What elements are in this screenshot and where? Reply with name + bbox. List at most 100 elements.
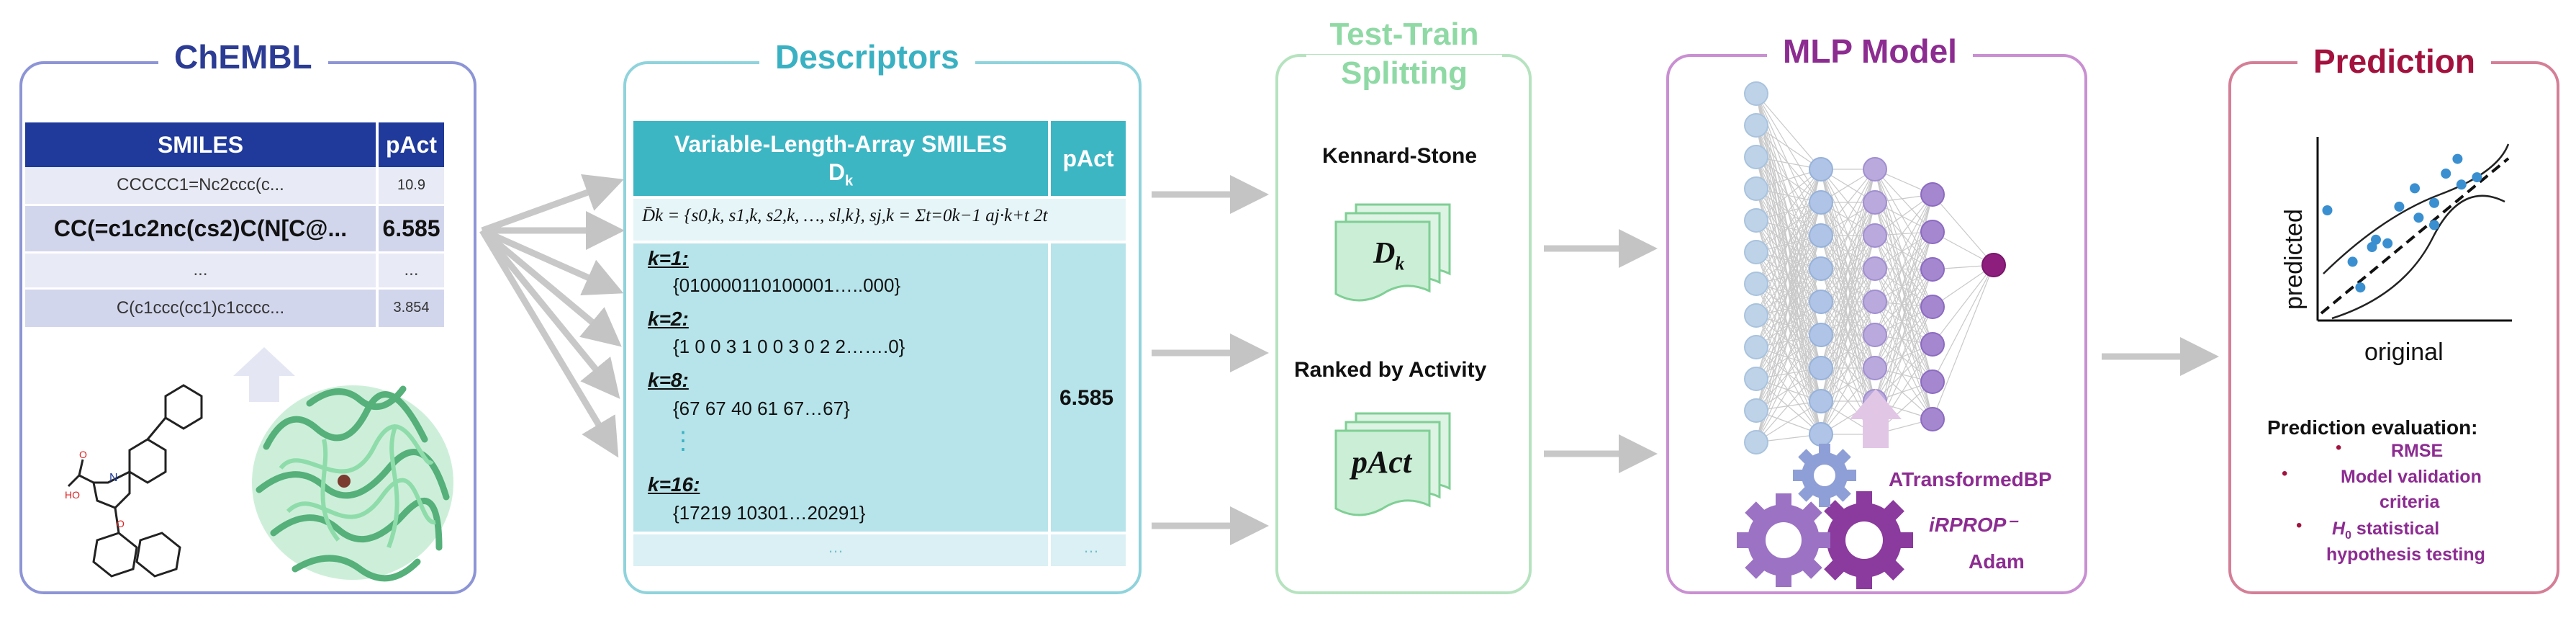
algorithm-adam: Adam — [1969, 550, 2025, 573]
nn-connection — [1874, 301, 1933, 382]
nn-connection — [1874, 268, 1933, 345]
gears-icon — [1737, 444, 1913, 589]
nn-connection — [1874, 344, 1933, 402]
nn-connection — [1755, 283, 1822, 402]
up-arrow-icon — [1850, 389, 1902, 448]
nn-node — [1744, 303, 1768, 328]
nn-connection — [1874, 268, 1933, 382]
lower-confidence-band — [2331, 194, 2505, 320]
nn-node — [1809, 190, 1833, 215]
atom-label: O — [117, 518, 125, 529]
nn-connection — [1755, 156, 1822, 303]
descriptor-k-value: {1 0 0 3 1 0 0 3 0 2 2…….0} — [673, 336, 905, 357]
algorithm-atransformedbp: ATransformedBP — [1889, 468, 2052, 491]
table-row: CCCCC1=Nc2ccc(c... 10.9 — [25, 167, 444, 206]
table-row: ... ... — [25, 252, 444, 290]
nn-node — [1744, 398, 1768, 423]
nn-connection — [1874, 169, 1933, 233]
nn-node — [1744, 145, 1768, 169]
nn-connection — [1755, 334, 1822, 443]
up-arrow-icon — [233, 347, 295, 402]
descriptor-k-label: k=1: — [648, 247, 689, 269]
prediction-panel — [2228, 61, 2559, 594]
regression-line — [2320, 157, 2510, 315]
nn-node — [1809, 290, 1833, 314]
evaluation-item-validation-2: criteria — [2380, 492, 2440, 512]
smiles-header: SMILES — [25, 122, 379, 167]
nn-connection — [1932, 264, 1994, 420]
nn-connection — [1874, 231, 1933, 303]
smiles-cell: CCCCC1=Nc2ccc(c... — [25, 167, 379, 206]
nn-connection — [1874, 334, 1933, 420]
nn-connection — [1755, 301, 1822, 443]
nn-node — [1863, 290, 1887, 314]
nn-connection — [1755, 220, 1822, 303]
nn-connection — [1755, 315, 1822, 435]
nn-connection — [1755, 251, 1822, 336]
nn-connection — [1755, 169, 1822, 285]
nn-connection — [1755, 315, 1822, 402]
descriptor-body-pact — [1051, 243, 1126, 532]
nn-node — [1920, 332, 1945, 357]
nn-connection — [1755, 251, 1822, 402]
nn-connection — [1755, 346, 1822, 402]
nn-connection — [1755, 367, 1822, 443]
nn-connection — [1874, 235, 1933, 382]
nn-node — [1863, 256, 1887, 281]
scatter-point — [2456, 179, 2467, 190]
nn-node — [1863, 157, 1887, 182]
descriptor-header-sub: D — [828, 159, 845, 185]
dk-document-label: Dk — [1373, 237, 1405, 274]
nn-connection — [1755, 125, 1822, 170]
smiles-cell: ... — [25, 252, 379, 290]
nn-node — [1863, 190, 1887, 215]
nn-connection — [1755, 169, 1822, 443]
nn-node — [1809, 389, 1833, 413]
scatter-point — [2394, 201, 2405, 212]
nn-connection — [1932, 264, 1994, 308]
descriptor-pact-header: pAct — [1051, 121, 1126, 196]
nn-connection — [1874, 169, 1933, 308]
pact-document-label: pAct — [1352, 444, 1412, 480]
descriptor-footer-pact-text: … — [1083, 538, 1099, 556]
evaluation-item-rmse: RMSE — [2391, 441, 2444, 461]
nn-connection — [1755, 188, 1822, 303]
scatter-point — [2429, 197, 2439, 208]
nn-connection — [1932, 264, 1994, 345]
nn-node — [1920, 182, 1945, 207]
nn-connection — [1755, 220, 1822, 369]
bullet-dot: • — [2296, 516, 2302, 535]
nn-node — [1920, 257, 1945, 282]
nn-connection — [1755, 93, 1822, 236]
nn-connection — [1874, 202, 1933, 345]
nn-node — [1744, 430, 1768, 454]
nn-node — [1809, 223, 1833, 248]
nn-connection — [1755, 169, 1822, 221]
nn-connection — [1755, 220, 1822, 336]
y-axis-label: predicted — [2280, 209, 2308, 310]
descriptor-k-label: k=8: — [648, 369, 689, 391]
nn-connection — [1755, 251, 1822, 369]
bullet-dot: • — [2282, 464, 2288, 483]
descriptor-body — [633, 243, 1048, 532]
nn-node — [1809, 256, 1833, 281]
fan-arrow — [481, 174, 624, 234]
fan-arrow — [479, 228, 620, 399]
nn-connection — [1874, 231, 1933, 336]
nn-connection — [1874, 235, 1933, 308]
descriptor-header: Variable-Length-Array SMILES Dk — [633, 121, 1048, 196]
nn-connection — [1820, 334, 1876, 435]
pact-cell: 6.585 — [377, 205, 444, 254]
nn-connection — [1874, 268, 1933, 420]
nn-connection — [1755, 220, 1822, 269]
kennard-stone-label: Kennard-Stone — [1322, 144, 1478, 168]
nn-connection — [1874, 194, 1933, 269]
nn-connection — [1820, 301, 1876, 435]
descriptor-k-label: k=16: — [648, 473, 700, 496]
nn-connection — [1874, 202, 1933, 270]
scatter-point — [2382, 238, 2393, 248]
nn-connection — [1755, 156, 1822, 236]
scatter-point — [2441, 169, 2451, 179]
nn-connection — [1755, 93, 1822, 203]
nn-node — [1920, 407, 1945, 431]
